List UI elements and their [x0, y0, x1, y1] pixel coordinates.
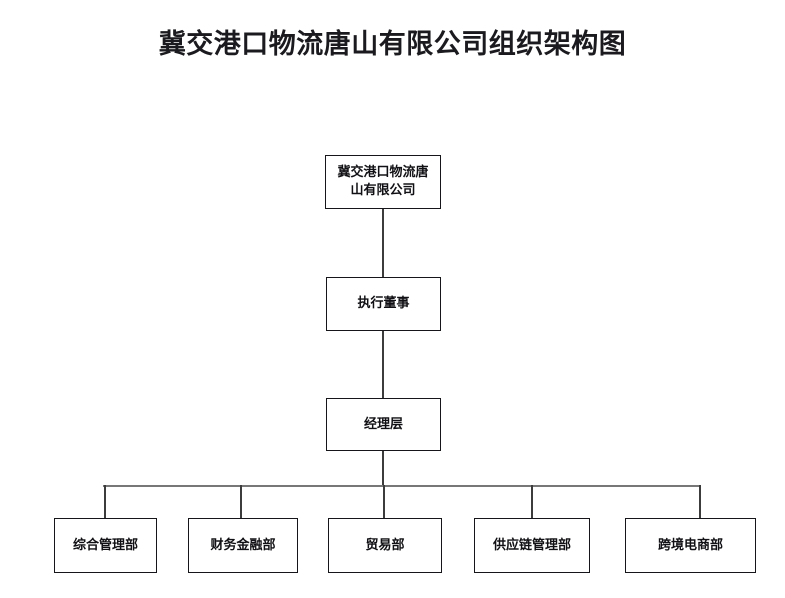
- org-node-cross-border-ecommerce[interactable]: 跨境电商部: [625, 518, 756, 573]
- connector-drop-supply-chain: [531, 485, 533, 518]
- org-node-manager-layer[interactable]: 经理层: [326, 398, 441, 451]
- org-node-manager-layer-label: 经理层: [363, 416, 403, 432]
- connector-executive-director-to-manager-layer: [382, 331, 384, 398]
- org-node-general-management-label: 综合管理部: [72, 537, 138, 553]
- org-node-supply-chain[interactable]: 供应链管理部: [474, 518, 590, 573]
- org-node-cross-border-ecommerce-label: 跨境电商部: [657, 537, 723, 553]
- connector-company-to-executive-director: [382, 209, 384, 277]
- connector-department-bus: [103, 485, 701, 487]
- connector-drop-finance: [240, 485, 242, 518]
- org-node-company[interactable]: 冀交港口物流唐 山有限公司: [325, 155, 441, 209]
- connector-manager-layer-to-bus: [382, 451, 384, 485]
- org-node-executive-director[interactable]: 执行董事: [326, 277, 441, 331]
- connector-drop-cross-border-ecommerce: [699, 485, 701, 518]
- org-node-finance-label: 财务金融部: [210, 537, 276, 553]
- org-node-trade[interactable]: 贸易部: [328, 518, 442, 573]
- connector-drop-trade: [383, 485, 385, 518]
- connector-drop-general-management: [104, 485, 106, 518]
- org-node-trade-label: 贸易部: [365, 537, 405, 553]
- org-node-general-management[interactable]: 综合管理部: [54, 518, 157, 573]
- org-node-executive-director-label: 执行董事: [357, 296, 410, 312]
- org-node-finance[interactable]: 财务金融部: [188, 518, 298, 573]
- org-node-supply-chain-label: 供应链管理部: [492, 537, 571, 553]
- page-title: 冀交港口物流唐山有限公司组织架构图: [158, 29, 627, 60]
- org-node-company-label: 冀交港口物流唐 山有限公司: [337, 165, 429, 198]
